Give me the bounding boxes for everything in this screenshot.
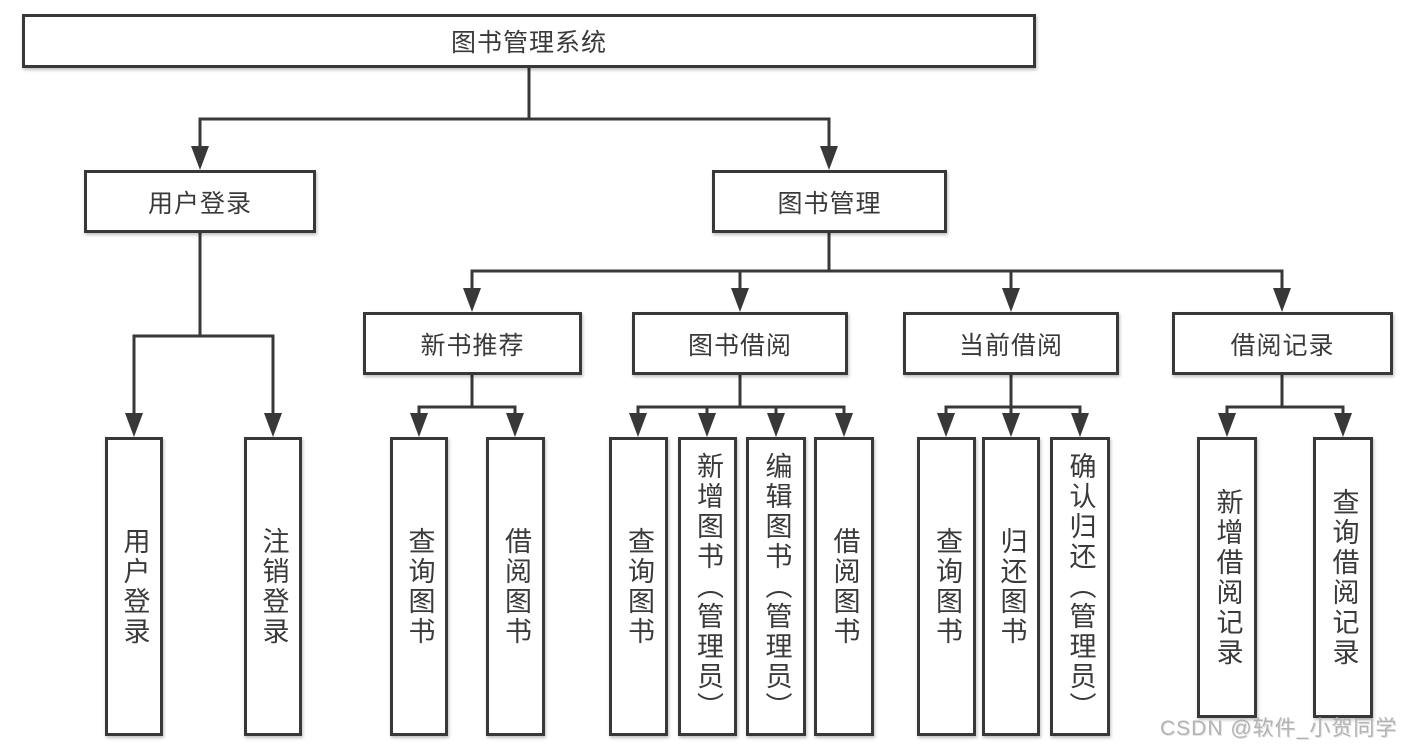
leaf-add-books-admin: 新增图书（管理员） xyxy=(678,437,737,736)
leaf-query-borrow-record: 查询借阅记录 xyxy=(1313,437,1373,718)
leaf-query-books-1: 查询图书 xyxy=(390,437,448,736)
node-user-login: 用户登录 xyxy=(84,170,316,233)
csdn-watermark: CSDN @软件_小贺同学 xyxy=(1160,717,1398,740)
node-root-library-management-system: 图书管理系统 xyxy=(22,14,1036,68)
node-borrow-records: 借阅记录 xyxy=(1172,312,1393,375)
connector-current-borrow-branch xyxy=(944,375,1082,417)
node-current-borrow: 当前借阅 xyxy=(903,312,1119,375)
leaf-add-borrow-record: 新增借阅记录 xyxy=(1197,437,1257,718)
connector-root-branch xyxy=(198,68,831,150)
connector-borrow-records-branch xyxy=(1225,375,1345,417)
leaf-user-login: 用户登录 xyxy=(105,437,163,736)
leaf-confirm-return-admin: 确认归还（管理员） xyxy=(1050,437,1110,736)
leaf-logout: 注销登录 xyxy=(244,437,302,736)
arrowheads xyxy=(125,146,1352,437)
node-new-book-recommend: 新书推荐 xyxy=(363,312,582,375)
leaf-query-books-2: 查询图书 xyxy=(609,437,668,736)
leaf-edit-books-admin: 编辑图书（管理员） xyxy=(746,437,806,736)
connector-new-book-branch xyxy=(417,375,517,417)
leaf-borrow-books-1: 借阅图书 xyxy=(486,437,545,736)
node-book-management: 图书管理 xyxy=(712,170,947,233)
node-book-borrow: 图书借阅 xyxy=(632,312,848,375)
connector-book-management-branch xyxy=(470,233,1284,292)
leaf-return-books: 归还图书 xyxy=(982,437,1040,736)
leaf-borrow-books-2: 借阅图书 xyxy=(814,437,874,736)
leaf-query-books-3: 查询图书 xyxy=(917,437,976,736)
connector-user-login-branch xyxy=(132,233,275,417)
connector-book-borrow-branch xyxy=(636,375,846,417)
